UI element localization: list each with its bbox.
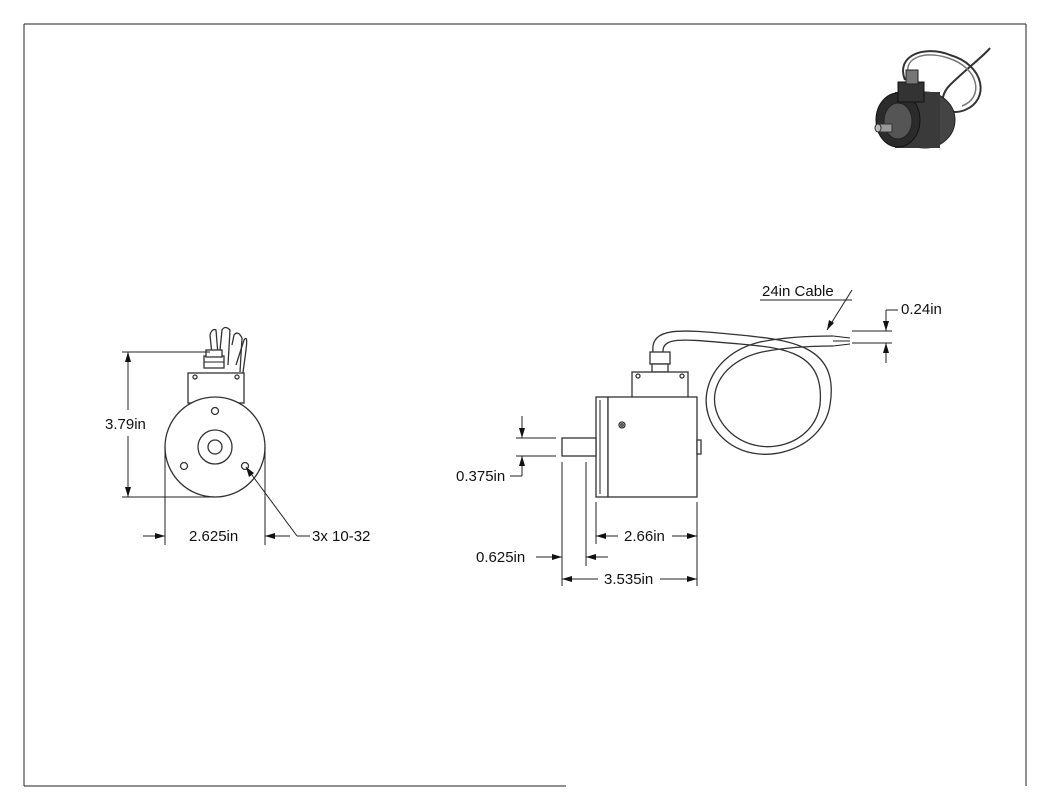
cable-diameter-label: 0.24in — [901, 301, 942, 318]
cable-note-label: 24in Cable — [762, 283, 834, 300]
sheet-border — [23, 23, 1027, 787]
front-view — [164, 326, 266, 498]
dim-shaft-length — [536, 554, 608, 560]
body-length-label: 2.66in — [624, 528, 665, 545]
dim-body-length — [596, 533, 697, 539]
cable-leader — [760, 289, 853, 331]
front-height-label: 3.79in — [105, 416, 146, 433]
holes-leader — [245, 466, 310, 537]
front-width-label: 2.625in — [189, 528, 238, 545]
shaft-diameter-label: 0.375in — [456, 468, 505, 485]
side-extension-lines — [561, 462, 698, 586]
dim-front-width — [143, 447, 290, 545]
dim-front-height — [122, 351, 215, 498]
overall-length-label: 3.535in — [604, 571, 653, 588]
holes-note-label: 3x 10-32 — [312, 528, 370, 545]
side-view — [561, 330, 851, 498]
dim-shaft-diameter — [510, 416, 556, 477]
isometric-view — [874, 47, 991, 149]
shaft-length-label: 0.625in — [476, 549, 525, 566]
dim-cable-diameter — [852, 309, 898, 363]
dim-overall-length — [562, 576, 697, 582]
